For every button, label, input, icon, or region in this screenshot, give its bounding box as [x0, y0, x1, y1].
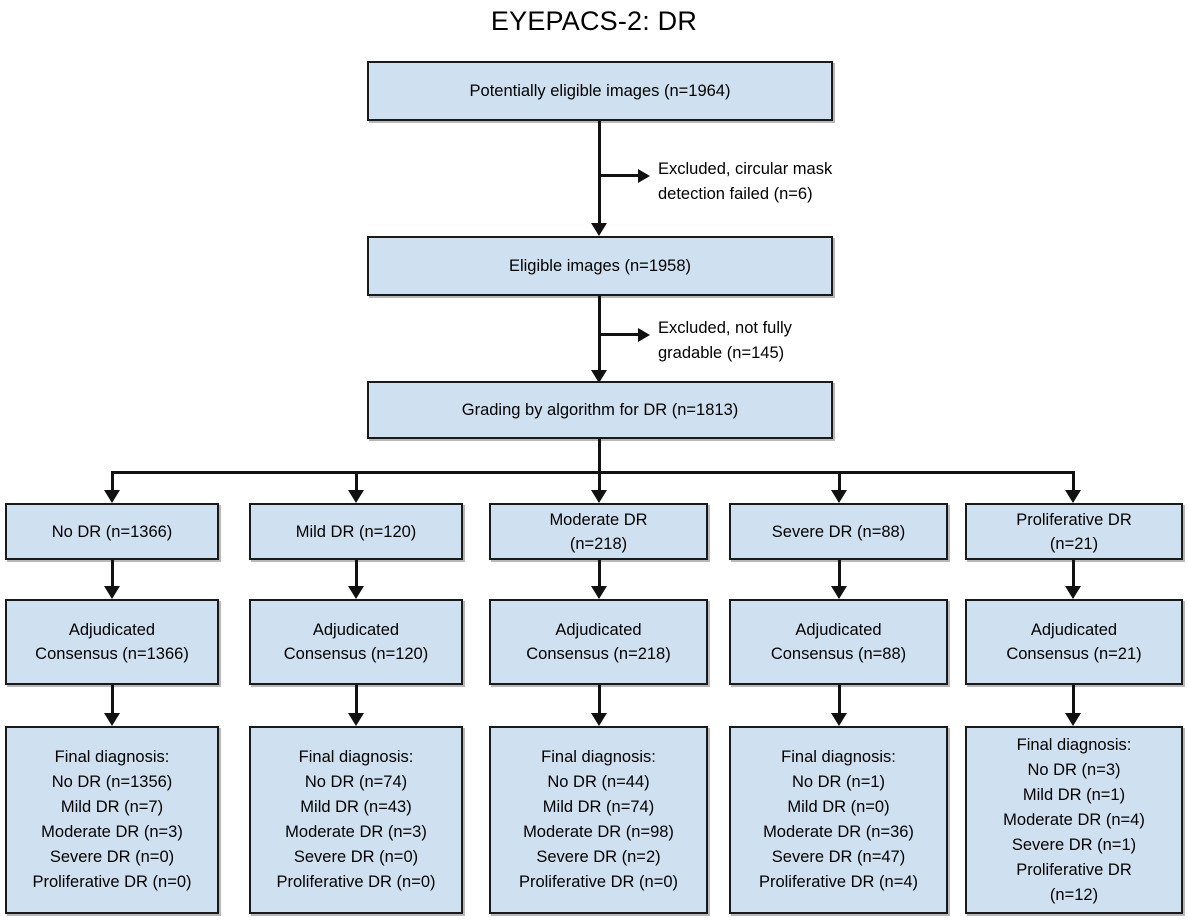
node-grade-col-5: Proliferative DR (n=21)	[965, 503, 1183, 560]
node-grading-by-algorithm: Grading by algorithm for DR (n=1813)	[367, 381, 833, 439]
arrowhead-final-col-5	[1065, 713, 1081, 726]
arrowhead-consensus-col-2	[348, 586, 364, 599]
fanout-drop-col-1	[111, 471, 114, 493]
connector-a-to-b	[598, 121, 601, 225]
connector-consensus-to-final-col-1	[111, 685, 114, 716]
exclusion-label-1: Excluded, circular mask detection failed…	[658, 160, 833, 203]
fanout-drop-col-3	[598, 471, 601, 493]
node-consensus-col-4: Adjudicated Consensus (n=88)	[729, 599, 948, 685]
arrowhead-b-to-c	[591, 370, 607, 383]
connector-consensus-to-final-col-5	[1072, 685, 1075, 716]
node-consensus-col-5: Adjudicated Consensus (n=21)	[965, 599, 1183, 685]
node-grade-col-3: Moderate DR (n=218)	[489, 503, 708, 560]
node-grade-col-2: Mild DR (n=120)	[249, 503, 463, 560]
node-final-diagnosis-col-5: Final diagnosis: No DR (n=3) Mild DR (n=…	[965, 726, 1183, 914]
connector-grade-to-consensus-col-5	[1072, 560, 1075, 589]
exclusion-label-2: Excluded, not fully gradable (n=145)	[658, 319, 792, 362]
arrowhead-col-4	[831, 490, 847, 503]
arrowhead-final-col-4	[831, 713, 847, 726]
connector-consensus-to-final-col-2	[355, 685, 358, 716]
arrowhead-final-col-3	[591, 713, 607, 726]
node-potentially-eligible-images: Potentially eligible images (n=1964)	[367, 61, 833, 121]
arrowhead-consensus-col-1	[104, 586, 120, 599]
node-final-diagnosis-col-3: Final diagnosis: No DR (n=44) Mild DR (n…	[489, 726, 708, 914]
node-consensus-col-1: Adjudicated Consensus (n=1366)	[5, 599, 219, 685]
branch-exclusion-2	[598, 333, 642, 336]
connector-grade-to-consensus-col-2	[355, 560, 358, 589]
node-eligible-images: Eligible images (n=1958)	[367, 236, 833, 296]
arrowhead-a-to-b	[591, 223, 607, 236]
fanout-drop-col-2	[355, 471, 358, 493]
node-final-diagnosis-col-4: Final diagnosis: No DR (n=1) Mild DR (n=…	[729, 726, 948, 914]
fanout-drop-col-5	[1072, 471, 1075, 493]
node-consensus-col-3: Adjudicated Consensus (n=218)	[489, 599, 708, 685]
page-title: EYEPACS-2: DR	[490, 6, 698, 36]
node-label: Potentially eligible images (n=1964)	[469, 82, 731, 100]
connector-grade-to-consensus-col-1	[111, 560, 114, 589]
arrowhead-col-5	[1065, 490, 1081, 503]
arrowhead-consensus-col-3	[591, 586, 607, 599]
node-consensus-col-2: Adjudicated Consensus (n=120)	[249, 599, 463, 685]
node-grade-col-4: Severe DR (n=88)	[729, 503, 948, 560]
arrowhead-final-col-2	[348, 713, 364, 726]
connector-grade-to-consensus-col-4	[838, 560, 841, 589]
fanout-drop-col-4	[838, 471, 841, 493]
arrowhead-col-3	[591, 490, 607, 503]
branch-exclusion-1	[598, 174, 642, 177]
arrowhead-exclusion-1	[638, 169, 650, 183]
arrowhead-final-col-1	[104, 713, 120, 726]
fanout-bus-line	[111, 471, 1075, 474]
arrowhead-consensus-col-4	[831, 586, 847, 599]
connector-consensus-to-final-col-4	[838, 685, 841, 716]
connector-grade-to-consensus-col-3	[598, 560, 601, 589]
connector-consensus-to-final-col-3	[598, 685, 601, 716]
arrowhead-consensus-col-5	[1065, 586, 1081, 599]
fanout-feed-line	[598, 439, 601, 474]
node-final-diagnosis-col-1: Final diagnosis: No DR (n=1356) Mild DR …	[5, 726, 219, 914]
arrowhead-col-2	[348, 490, 364, 503]
arrowhead-exclusion-2	[638, 328, 650, 342]
arrowhead-col-1	[104, 490, 120, 503]
node-final-diagnosis-col-2: Final diagnosis: No DR (n=74) Mild DR (n…	[249, 726, 463, 914]
node-label: Eligible images (n=1958)	[508, 257, 692, 275]
node-grade-col-1: No DR (n=1366)	[5, 503, 219, 560]
node-label: Grading by algorithm for DR (n=1813)	[461, 401, 739, 419]
